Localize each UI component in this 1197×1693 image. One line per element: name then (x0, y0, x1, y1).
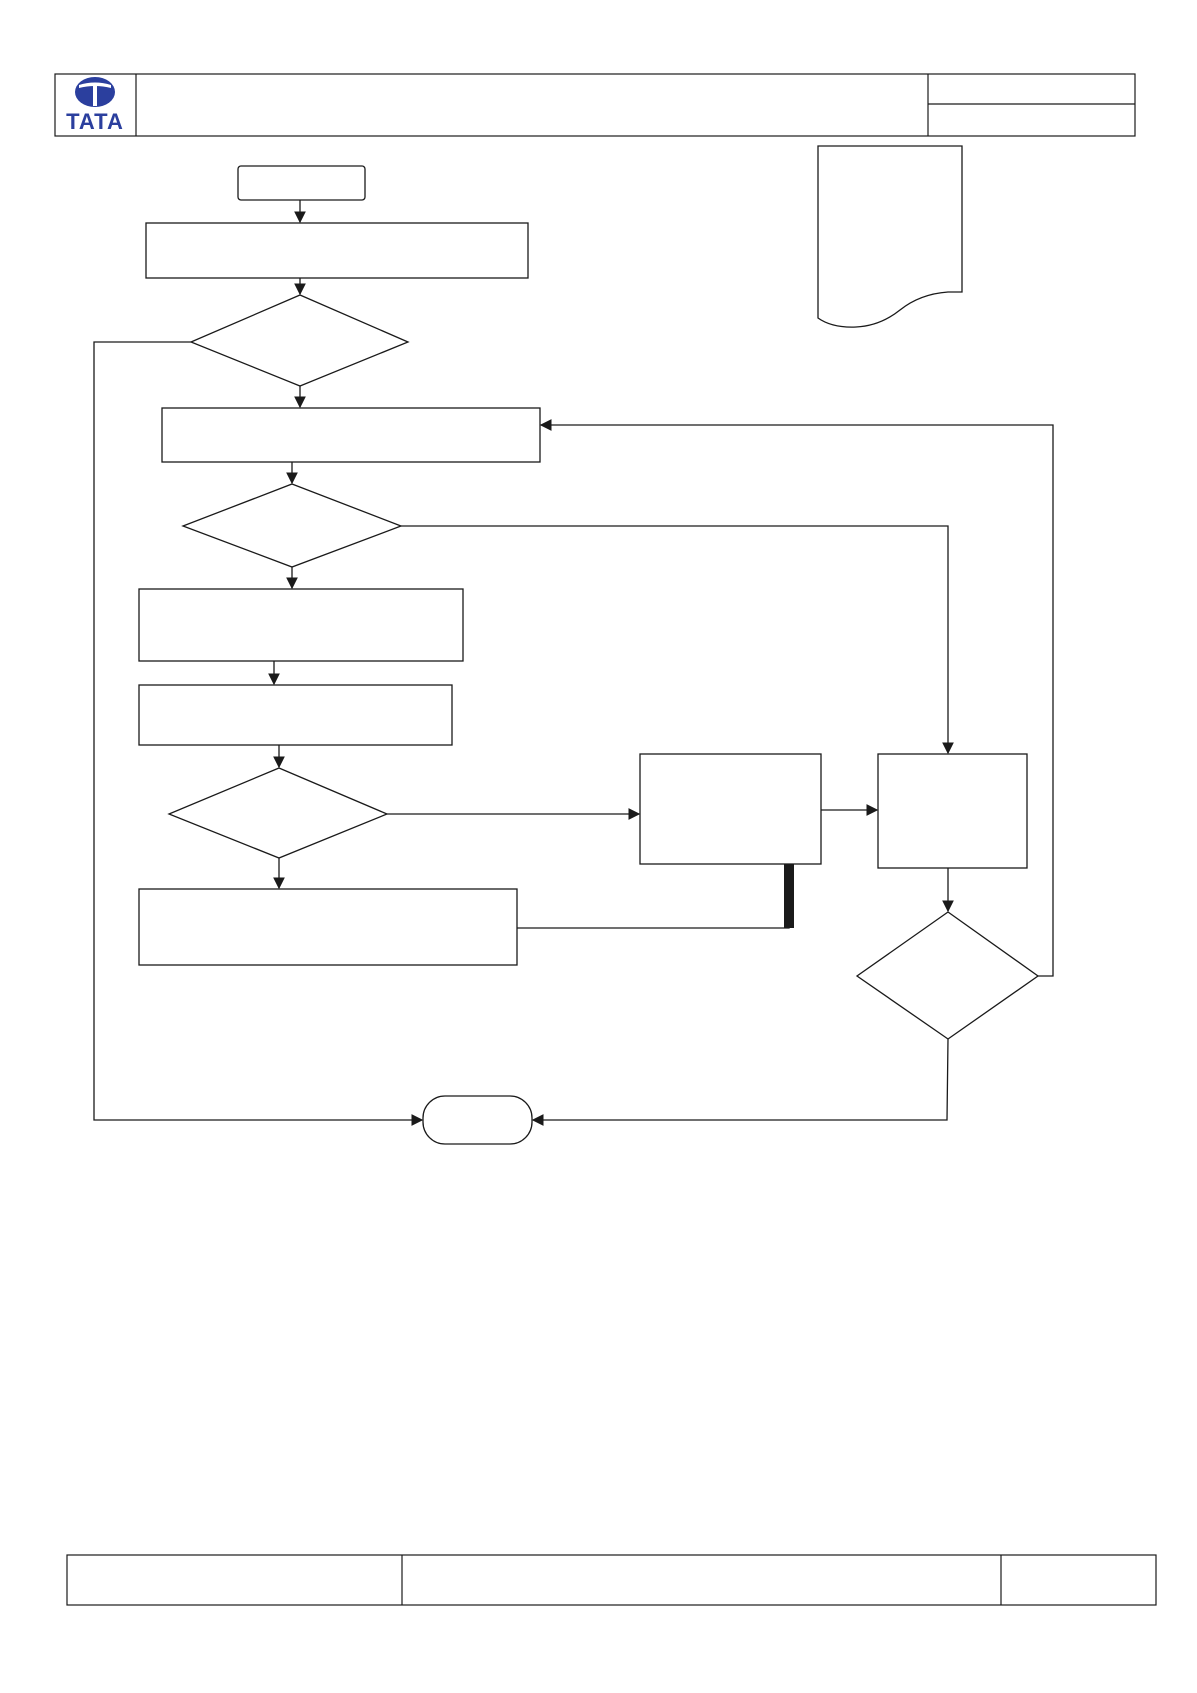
process-step-1 (145, 222, 529, 279)
footer-block (66, 1554, 1157, 1606)
header-frame (54, 73, 1136, 137)
process-step-3 (138, 588, 464, 662)
process-step-6 (639, 753, 822, 865)
document-symbol (817, 145, 963, 328)
end-node (422, 1095, 533, 1145)
connector-d2-to-p7 (401, 525, 954, 755)
decision-2 (181, 483, 403, 568)
decision-1 (189, 294, 410, 387)
decision-3 (167, 767, 389, 859)
connector-p5-to-p6-thick-segment (784, 864, 794, 928)
connector-d4-to-end (531, 1038, 949, 1126)
start-node (237, 165, 366, 201)
connector-p5-to-p6 (517, 864, 790, 929)
connector-d1-to-end (93, 341, 424, 1126)
process-step-4 (138, 684, 453, 746)
connector-d4-loop-to-p2 (539, 419, 1054, 977)
tata-emblem-icon (75, 77, 115, 107)
process-step-2 (161, 407, 541, 463)
header-block: TATA (54, 73, 1136, 137)
decision-4 (855, 911, 1040, 1040)
tata-wordmark: TATA (66, 109, 124, 134)
connectors (93, 200, 1054, 1126)
footer-frame (66, 1554, 1157, 1606)
process-step-7 (877, 753, 1028, 869)
process-step-5 (138, 888, 518, 966)
